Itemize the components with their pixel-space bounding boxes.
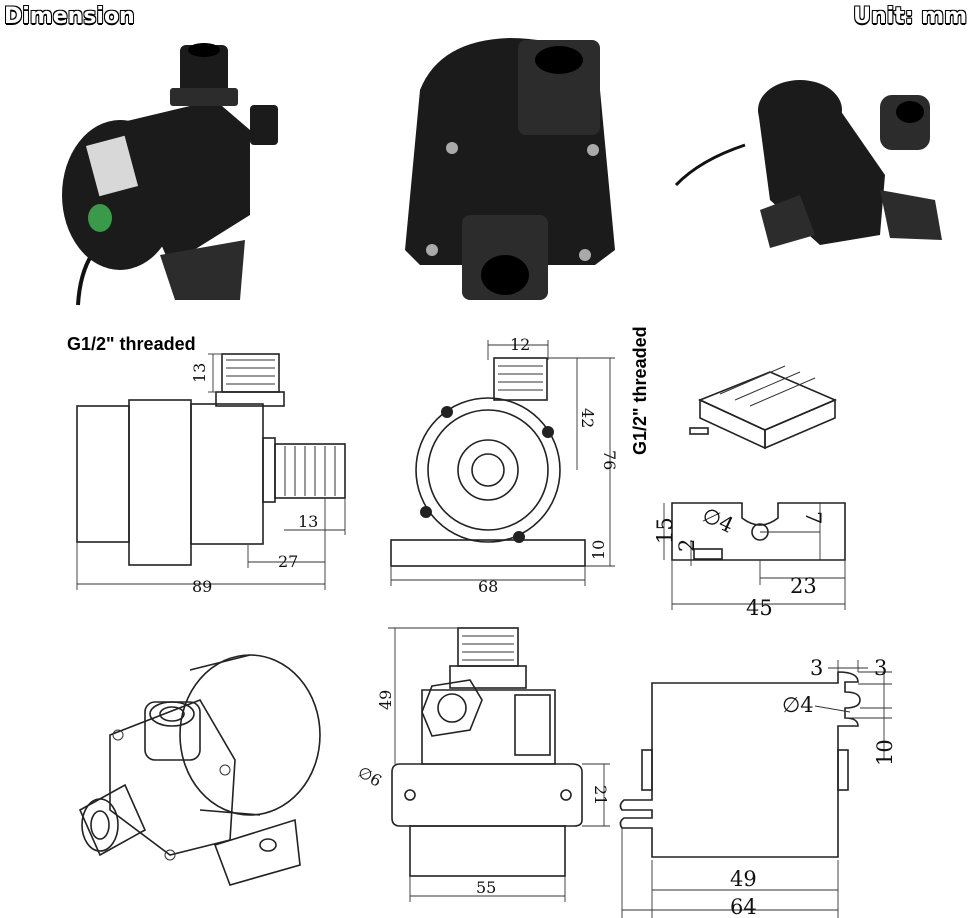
dim-27: 27 <box>278 552 298 571</box>
side-view-drawing <box>76 353 346 590</box>
dim-64: 64 <box>730 895 757 918</box>
pump-photo-1 <box>62 43 278 306</box>
thread-label-left: G1/2" threaded <box>67 334 196 354</box>
dim-21: 21 <box>591 785 610 805</box>
unit-label: Unit: mm <box>853 4 967 29</box>
pump-photo-2 <box>405 38 615 300</box>
dimension-title: Dimension <box>4 4 135 29</box>
dim-7: 7 <box>801 511 825 524</box>
dim-3-right: 3 <box>874 656 887 680</box>
dim-68: 68 <box>478 577 498 596</box>
dim-13-top: 13 <box>190 363 209 383</box>
dim-3-left: 3 <box>810 656 823 680</box>
dim-89: 89 <box>192 577 212 596</box>
dim-13-bottom: 13 <box>298 512 318 531</box>
dim-49-top: 49 <box>376 690 395 710</box>
dim-10-plate: 10 <box>873 739 897 766</box>
dim-55: 55 <box>476 878 496 897</box>
bracket-illustration <box>689 365 838 450</box>
dim-10: 10 <box>589 540 608 560</box>
front-view-drawing <box>390 340 615 586</box>
plate-drawing <box>619 660 892 918</box>
pump-line-drawing <box>78 654 321 886</box>
pump-photo-3 <box>674 80 942 248</box>
bracket-drawing <box>663 502 846 610</box>
dim-2: 2 <box>675 539 699 552</box>
dim-45: 45 <box>746 596 773 620</box>
dim-15: 15 <box>653 517 677 544</box>
top-view-drawing <box>388 627 610 902</box>
dim-d4-plate: ∅4 <box>782 693 814 717</box>
dim-23: 23 <box>790 574 817 598</box>
dim-76: 76 <box>600 450 619 470</box>
dim-d4-bracket: ∅4 <box>699 503 738 538</box>
dim-d6: ∅6 <box>355 762 385 791</box>
dim-42: 42 <box>578 408 597 428</box>
dim-49-plate: 49 <box>730 867 757 891</box>
dim-12: 12 <box>510 335 530 354</box>
thread-label-vertical: G1/2" threaded <box>630 326 650 455</box>
